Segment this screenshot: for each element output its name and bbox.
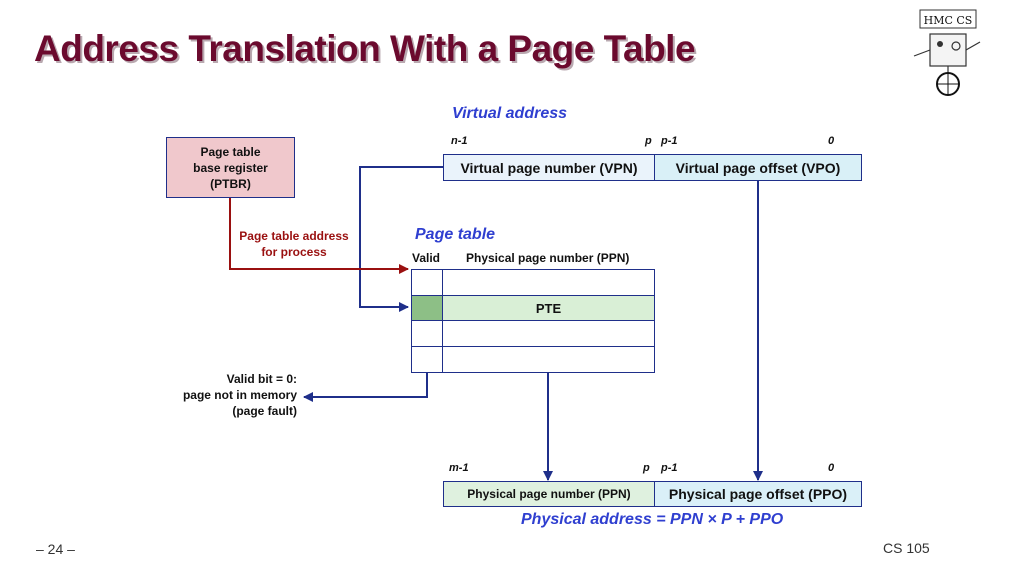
vpo-box: Virtual page offset (VPO)	[654, 154, 862, 181]
pte-label: PTE	[535, 300, 562, 316]
fault-note-line-1: Valid bit = 0:	[226, 372, 297, 386]
va-bit-zero: 0	[828, 135, 835, 147]
page-fault-note: Valid bit = 0: page not in memory (page …	[150, 371, 297, 419]
pte-cell: PTE	[442, 295, 655, 321]
page-table-heading: Page table	[415, 226, 496, 243]
pt-row-3-valid	[411, 320, 443, 347]
pa-bit-high: m-1	[449, 462, 469, 474]
course-label: CS 105	[883, 540, 930, 556]
ppn-column-header: Physical page number (PPN)	[466, 251, 630, 265]
va-bit-p-minus-1: p-1	[661, 135, 678, 147]
hmc-cs-logo: HMC CS	[908, 6, 988, 98]
slide-title: Address Translation With a Page Table	[34, 28, 696, 69]
valid-to-fault-arrow	[303, 320, 428, 402]
valid-column-header: Valid	[412, 251, 441, 265]
pt-row-1-valid	[411, 269, 443, 296]
pt-row-1-ppn	[442, 269, 655, 296]
ptbr-to-page-table-arrow	[229, 198, 409, 274]
pt-row-4-ppn	[442, 346, 655, 373]
page-table: PTE	[411, 269, 655, 373]
page-number: – 24 –	[36, 541, 75, 557]
va-bit-p: p	[645, 135, 652, 147]
fault-note-line-3: (page fault)	[232, 404, 297, 418]
va-bit-high: n-1	[451, 135, 468, 147]
logo-text: HMC CS	[924, 14, 973, 27]
ptbr-arrow-label-line-1: Page table address	[239, 229, 349, 243]
ptbr-arrow-label-line-2: for process	[261, 245, 327, 259]
pa-bit-p-minus-1: p-1	[661, 462, 678, 474]
vpo-label: Virtual page offset (VPO)	[675, 159, 841, 176]
pte-valid-bit	[411, 295, 443, 321]
vpn-to-pte-arrow	[359, 166, 443, 312]
physical-ppn-box: Physical page number (PPN)	[443, 481, 655, 507]
pa-bit-p: p	[643, 462, 650, 474]
fault-note-line-2: page not in memory	[182, 388, 297, 402]
vpn-box: Virtual page number (VPN)	[443, 154, 655, 181]
pa-bit-zero: 0	[828, 462, 835, 474]
ptbr-line-1: Page table	[200, 144, 261, 159]
pt-row-4-valid	[411, 346, 443, 373]
vpn-label: Virtual page number (VPN)	[460, 159, 638, 176]
ptbr-arrow-label: Page table address for process	[232, 228, 356, 260]
ppo-label: Physical page offset (PPO)	[668, 486, 848, 502]
pt-row-3-ppn	[442, 320, 655, 347]
virtual-address-heading: Virtual address	[452, 105, 568, 122]
physical-address-formula: Physical address = PPN × P + PPO	[521, 511, 784, 528]
ptbr-line-2: base register	[193, 160, 268, 175]
ptbr-box: Page table base register (PTBR)	[166, 137, 295, 198]
physical-ppn-label: Physical page number (PPN)	[467, 487, 631, 501]
ppo-box: Physical page offset (PPO)	[654, 481, 862, 507]
ptbr-line-3: (PTBR)	[210, 176, 251, 191]
robot-logo-icon: HMC CS	[913, 9, 981, 96]
